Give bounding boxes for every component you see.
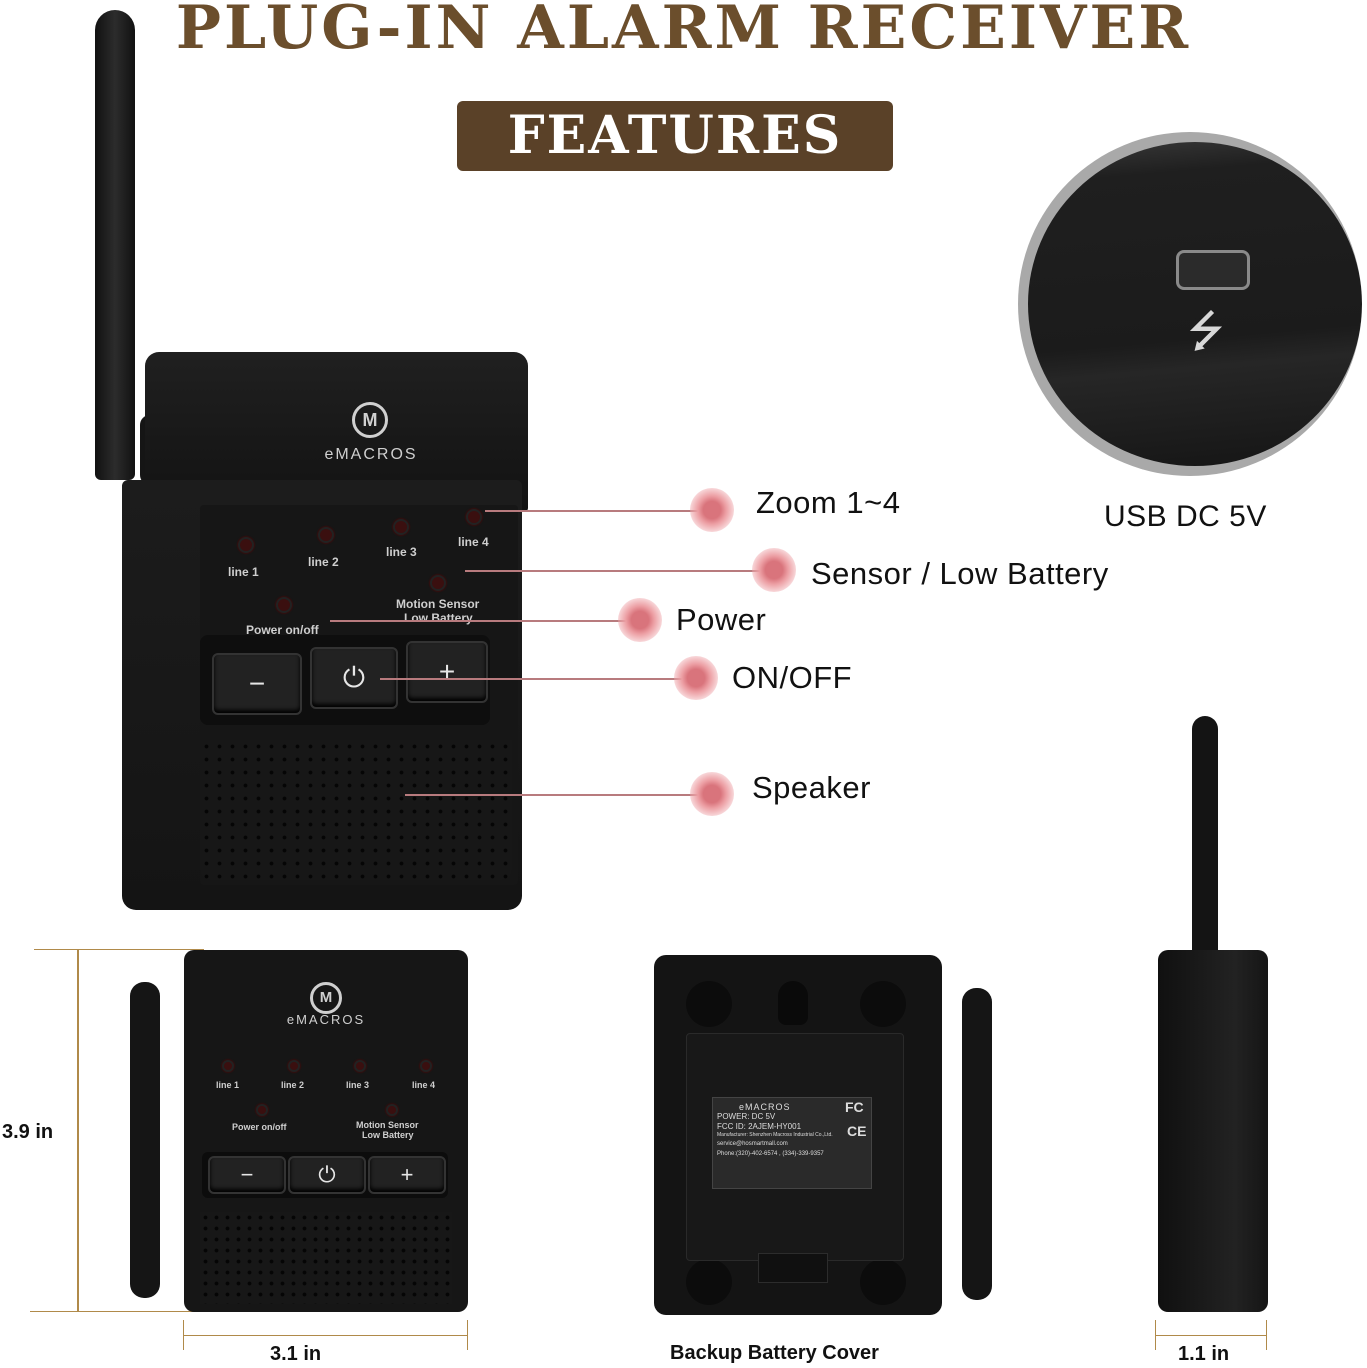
front-view-device: M eMACROS line 1 line 2 line 3 line 4 Po…	[184, 950, 468, 1312]
back-label-power: POWER: DC 5V	[717, 1112, 776, 1121]
front-view-label-2: line 2	[281, 1080, 305, 1090]
depth-tick-left	[1155, 1320, 1156, 1350]
back-label-manufacturer: Manufacturer: Shenzhen Macross Industria…	[717, 1132, 833, 1138]
front-view-led-4	[420, 1060, 432, 1072]
leader-sensor	[465, 570, 775, 572]
front-view-led-sensor	[386, 1104, 398, 1116]
width-line	[183, 1335, 468, 1336]
usb-closeup-surface	[1028, 142, 1362, 466]
brand-logo-icon: M	[352, 402, 388, 438]
back-label-fcc: FCC ID: 2AJEM-HY001	[717, 1122, 802, 1131]
led-line-2	[318, 527, 334, 543]
back-label-email: service@hosmartmall.com	[717, 1141, 788, 1147]
front-view-power-button[interactable]: ⏻	[288, 1156, 366, 1194]
width-tick-left	[183, 1320, 184, 1350]
led-line-4	[466, 509, 482, 525]
callout-dot-power	[618, 598, 662, 642]
usb-closeup: ⭍	[1018, 132, 1362, 476]
page-title: PLUG-IN ALARM RECEIVER	[175, 0, 1192, 63]
back-label-brand: eMACROS	[739, 1102, 791, 1112]
front-view-label-1: line 1	[216, 1080, 240, 1090]
back-foot-br	[860, 1259, 906, 1305]
leader-power	[330, 620, 642, 622]
front-view-plus-button[interactable]: +	[368, 1156, 446, 1194]
front-view-led-3	[354, 1060, 366, 1072]
main-device: M eMACROS line 1 line 2 line 3 line 4 Po…	[90, 10, 540, 910]
height-line-bottom	[30, 1311, 200, 1312]
front-view-label-4: line 4	[412, 1080, 436, 1090]
features-badge: FEATURES	[457, 101, 893, 171]
power-onoff-label: Power on/off	[246, 623, 319, 637]
callout-dot-speaker	[690, 772, 734, 816]
height-line-top	[34, 949, 204, 950]
leader-onoff	[380, 678, 696, 680]
front-view-motion-label: Motion Sensor	[356, 1120, 419, 1130]
usb-label: USB DC 5V	[1104, 500, 1267, 533]
depth-tick-right	[1266, 1320, 1267, 1350]
side-view-device	[1158, 950, 1268, 1312]
led-label-line-3: line 3	[386, 545, 417, 559]
front-view-speaker	[200, 1212, 452, 1304]
depth-dimension: 1.1 in	[1178, 1343, 1230, 1365]
back-foot-bl	[686, 1259, 732, 1305]
front-view-power-label: Power on/off	[232, 1122, 287, 1132]
back-view-antenna	[962, 988, 992, 1300]
callout-dot-sensor	[752, 548, 796, 592]
front-view-antenna	[130, 982, 160, 1298]
back-view-caption: Backup Battery Cover	[670, 1342, 879, 1364]
brand-name: eMACROS	[324, 446, 418, 463]
front-view-battery-label: Low Battery	[362, 1130, 414, 1140]
fcc-mark-icon: FC	[845, 1099, 864, 1115]
usb-port-icon	[1176, 250, 1250, 290]
callout-dot-onoff	[674, 656, 718, 700]
height-line-vertical	[77, 949, 79, 1311]
ce-mark-icon: CE	[847, 1123, 867, 1139]
feature-speaker: Speaker	[752, 770, 871, 805]
front-view-logo-icon: M	[310, 982, 342, 1014]
led-power	[276, 597, 292, 613]
width-tick-right	[467, 1320, 468, 1350]
usb-symbol-icon: ⭍	[1187, 306, 1225, 357]
speaker-grille	[200, 740, 512, 880]
feature-sensor: Sensor / Low Battery	[811, 556, 1109, 591]
callout-dot-zoom	[690, 488, 734, 532]
front-view-led-1	[222, 1060, 234, 1072]
wall-mount-hole	[778, 981, 808, 1025]
feature-onoff: ON/OFF	[732, 660, 853, 695]
front-view-led-2	[288, 1060, 300, 1072]
back-foot-tr	[860, 981, 906, 1027]
minus-button[interactable]: −	[212, 653, 302, 715]
width-dimension: 3.1 in	[270, 1343, 322, 1365]
depth-line	[1155, 1335, 1267, 1336]
leader-zoom	[485, 510, 707, 512]
front-view-brand: eMACROS	[286, 1012, 366, 1027]
side-view-antenna	[1192, 716, 1218, 966]
plus-button[interactable]: +	[406, 641, 488, 703]
back-product-label: eMACROS POWER: DC 5V FCC ID: 2AJEM-HY001…	[712, 1097, 872, 1189]
back-label-phone: Phone:(320)-402-6574 , (334)-339-9357	[717, 1151, 824, 1157]
feature-power: Power	[676, 602, 767, 637]
front-view-label-3: line 3	[346, 1080, 370, 1090]
antenna	[95, 10, 135, 480]
back-view-device: eMACROS POWER: DC 5V FCC ID: 2AJEM-HY001…	[654, 955, 942, 1315]
low-battery-label: Low Battery	[404, 611, 473, 625]
led-line-1	[238, 537, 254, 553]
led-sensor	[430, 575, 446, 591]
motion-sensor-label: Motion Sensor	[396, 597, 480, 611]
leader-speaker	[405, 794, 715, 796]
front-view-minus-button[interactable]: −	[208, 1156, 286, 1194]
led-label-line-2: line 2	[308, 555, 339, 569]
face-plate: line 1 line 2 line 3 line 4 Power on/off…	[200, 505, 518, 885]
led-label-line-1: line 1	[228, 565, 259, 579]
front-view-led-power	[256, 1104, 268, 1116]
led-line-3	[393, 519, 409, 535]
led-label-line-4: line 4	[458, 535, 489, 549]
height-dimension: 3.9 in	[2, 1121, 54, 1143]
battery-cover-latch	[758, 1253, 828, 1283]
back-foot-tl	[686, 981, 732, 1027]
feature-zoom: Zoom 1~4	[756, 485, 901, 520]
